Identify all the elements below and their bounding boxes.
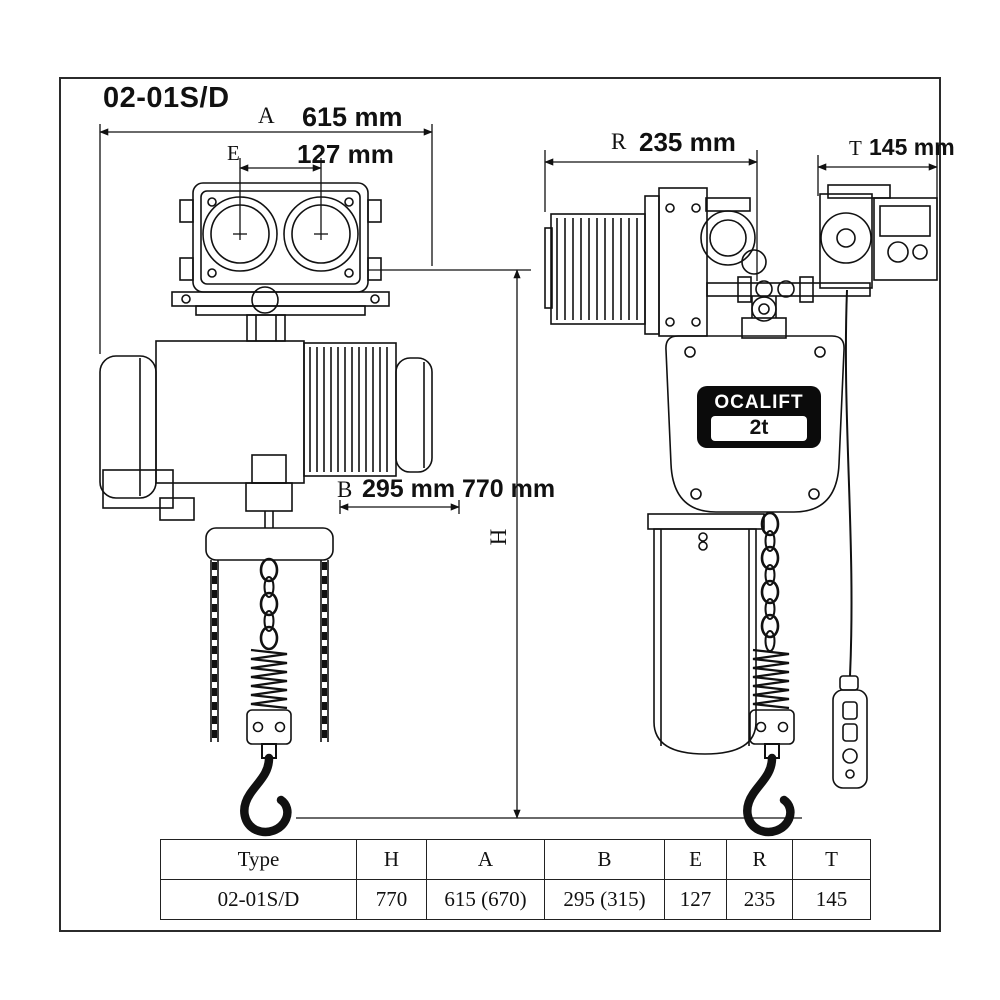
dim-h-letter: H bbox=[485, 528, 511, 546]
dim-e-letter: E bbox=[227, 141, 240, 165]
dim-h-value: 770 mm bbox=[462, 475, 556, 503]
spec-value-t: 145 bbox=[792, 879, 871, 920]
dim-r-value: 235 mm bbox=[639, 127, 736, 157]
spec-header-t: T bbox=[792, 839, 871, 880]
hoist-nameplate: OCALIFT 2t bbox=[697, 386, 821, 448]
page-title: 02-01S/D bbox=[103, 82, 230, 114]
spec-table-header-row: Type H A B E R T bbox=[160, 839, 871, 880]
spec-header-h: H bbox=[356, 839, 427, 880]
front-view-drawing bbox=[99, 182, 433, 832]
side-view-drawing bbox=[544, 184, 938, 832]
spec-header-type: Type bbox=[160, 839, 357, 880]
spec-value-r: 235 bbox=[726, 879, 793, 920]
spec-value-b: 295 (315) bbox=[544, 879, 665, 920]
hoist-capacity-label: 2t bbox=[711, 416, 807, 441]
spec-table-data-row: 02-01S/D 770 615 (670) 295 (315) 127 235… bbox=[160, 879, 871, 920]
dim-a-letter: A bbox=[258, 103, 275, 128]
dim-a-value: 615 mm bbox=[302, 102, 403, 132]
spec-header-b: B bbox=[544, 839, 665, 880]
spec-value-h: 770 bbox=[356, 879, 427, 920]
dim-b-letter: B bbox=[337, 477, 353, 502]
spec-header-a: A bbox=[426, 839, 545, 880]
dim-r-letter: R bbox=[611, 129, 627, 154]
dim-t-letter: T bbox=[849, 136, 862, 160]
hoist-brand-label: OCALIFT bbox=[714, 392, 804, 413]
spec-header-e: E bbox=[664, 839, 727, 880]
dim-t-value: 145 mm bbox=[869, 134, 955, 160]
spec-value-type: 02-01S/D bbox=[160, 879, 357, 920]
dim-b-value: 295 mm bbox=[362, 475, 456, 503]
spec-table: Type H A B E R T 02-01S/D 770 615 (670) … bbox=[160, 839, 871, 920]
dim-e-value: 127 mm bbox=[297, 139, 394, 169]
spec-value-a: 615 (670) bbox=[426, 879, 545, 920]
spec-value-e: 127 bbox=[664, 879, 727, 920]
spec-header-r: R bbox=[726, 839, 793, 880]
dimension-lines bbox=[99, 124, 938, 819]
